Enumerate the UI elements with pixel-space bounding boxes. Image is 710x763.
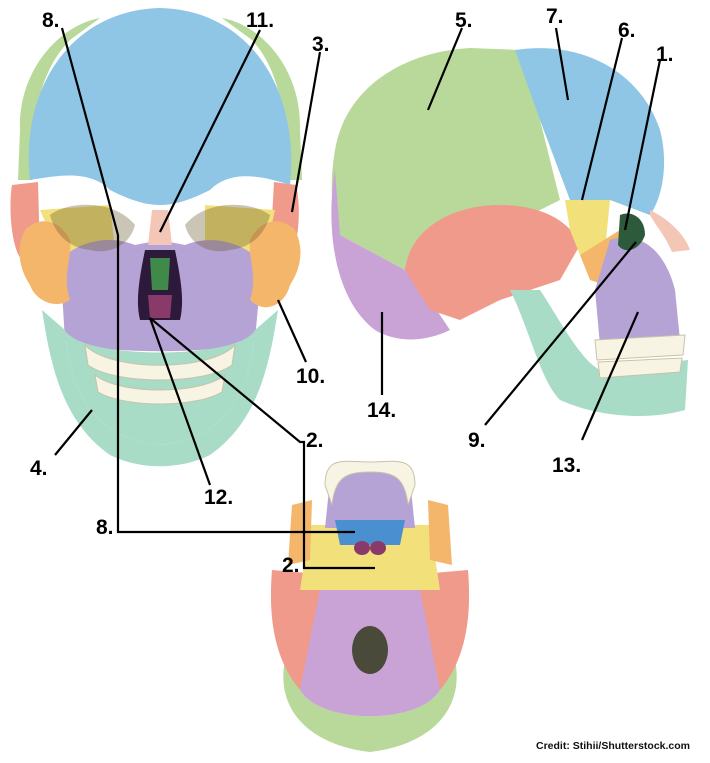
leader-4 (54, 409, 93, 456)
leader-2 (149, 317, 375, 570)
leader-1 (623, 59, 662, 231)
label-1: 1. (656, 43, 674, 66)
front-mandible-body (65, 330, 255, 445)
label-11: 11. (246, 9, 275, 32)
label-9: 9. (468, 429, 486, 452)
front-upper-teeth (84, 343, 236, 381)
front-parietal-bone (18, 18, 100, 180)
inferior-sphenoid-bone (300, 525, 440, 590)
lateral-upper-teeth (594, 334, 686, 361)
front-mandible (42, 310, 278, 467)
label-14: 14. (367, 399, 397, 422)
leader-5 (426, 27, 464, 111)
front-lower-teeth (94, 373, 226, 405)
lateral-frontal-bone (515, 48, 665, 215)
front-zygomatic-right (249, 221, 301, 308)
foramen-magnum (352, 626, 388, 674)
lateral-lower-teeth (597, 357, 683, 379)
leader-lines (54, 27, 662, 570)
leader-12 (148, 317, 212, 486)
leader-8-front (60, 27, 120, 236)
front-nasal-conchae (150, 258, 170, 290)
inferior-skull (270, 460, 470, 752)
inferior-zygomatic-right (428, 500, 452, 565)
front-frontal-bone (28, 8, 292, 205)
label-8-top: 8. (42, 9, 60, 32)
label-13: 13. (552, 454, 582, 477)
lateral-temporal-bone (405, 205, 580, 320)
inferior-parietal-edge (283, 660, 457, 752)
label-8-bottom: 8. (96, 516, 114, 539)
leader-11 (159, 29, 261, 233)
label-12: 12. (204, 486, 234, 509)
front-parietal-bone-right (222, 18, 302, 180)
label-6: 6. (618, 19, 636, 42)
label-3: 3. (312, 33, 330, 56)
leader-3 (290, 51, 322, 213)
inferior-vomer-left (354, 541, 370, 555)
front-zygomatic-left (19, 221, 71, 305)
lateral-mandible (510, 290, 688, 416)
lateral-nasal-bone (650, 210, 690, 252)
leader-8 (116, 235, 355, 534)
lateral-skull (331, 48, 690, 416)
label-7: 7. (546, 5, 564, 28)
inferior-palatine-bone (335, 520, 405, 545)
leader-10 (276, 299, 308, 363)
leader-6 (580, 37, 624, 201)
lateral-sphenoid-bone (565, 200, 610, 255)
label-4: 4. (30, 457, 48, 480)
credit-text: Credit: Stihii/Shutterstock.com (536, 740, 691, 752)
inferior-maxilla-palate (325, 468, 415, 528)
lateral-maxilla (595, 237, 680, 345)
front-skull (10, 8, 302, 467)
inferior-vomer-right (370, 541, 386, 555)
label-5: 5. (455, 9, 473, 32)
inferior-teeth-arch (324, 460, 416, 506)
lateral-occipital-bone (331, 170, 450, 340)
leader-9 (484, 241, 637, 426)
front-orbit-right (185, 204, 270, 252)
lateral-orbit (618, 213, 645, 251)
label-10: 10. (296, 365, 326, 388)
label-2-bottom: 2. (282, 554, 300, 577)
leader-7 (554, 27, 570, 101)
leader-13 (580, 311, 640, 441)
front-vomer (148, 295, 172, 318)
label-2-right: 2. (306, 429, 324, 452)
